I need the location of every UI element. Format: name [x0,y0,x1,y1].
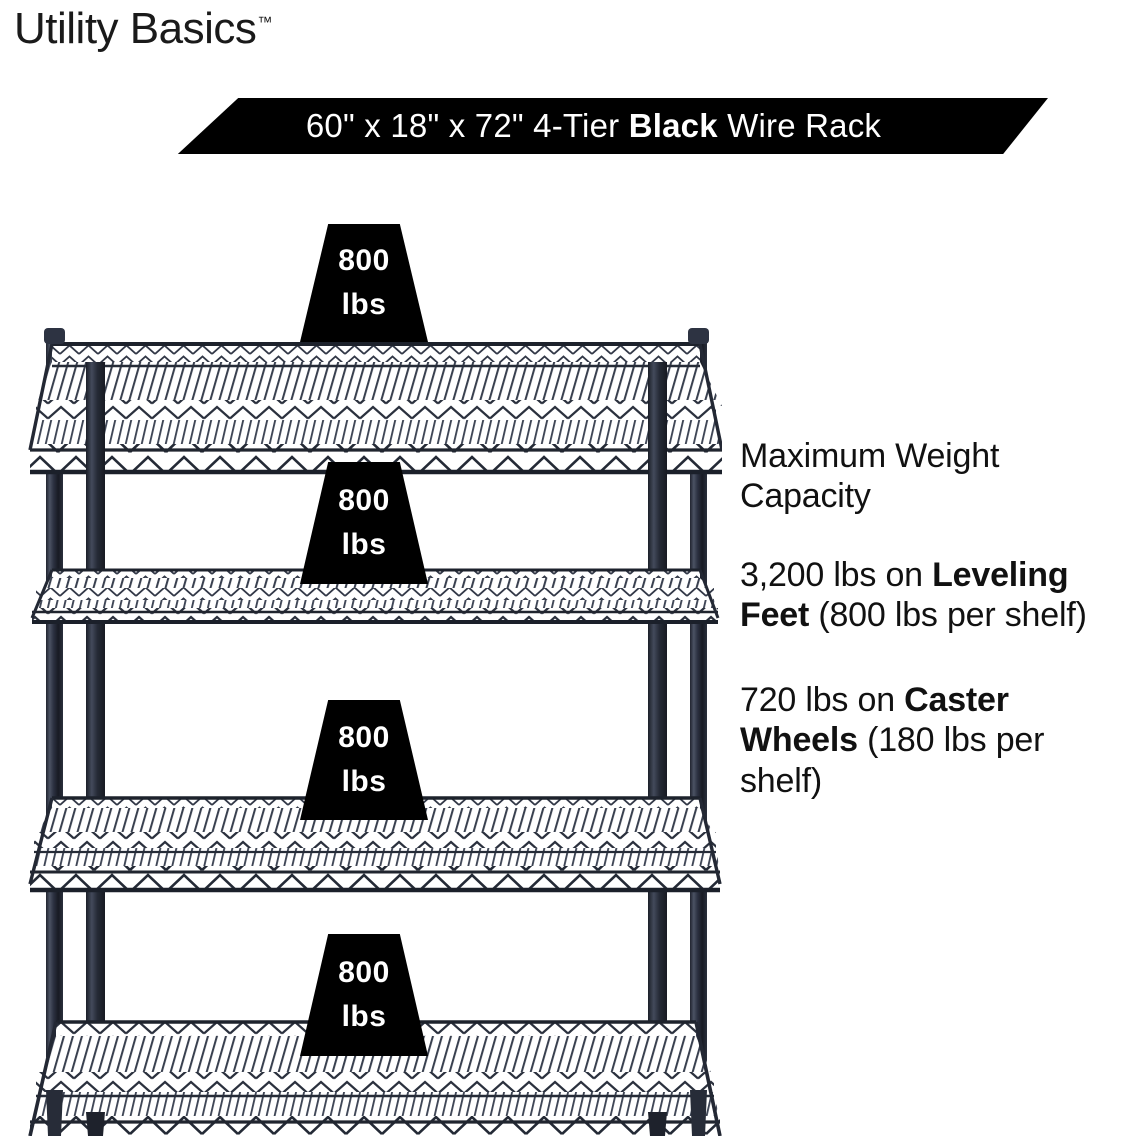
leveling-foot-front-right [648,1112,667,1136]
shelf-4 [28,1020,722,1136]
shelf-1 [28,342,722,475]
brand-name: Utility Basics [14,4,257,53]
capacity-heading-line2: Capacity [740,477,871,516]
wire-rack-illustration [22,300,722,1136]
rear-left-post [46,330,63,1122]
shelf-2 [30,568,720,624]
badge-unit: lbs [341,288,387,321]
caster-bold: Caster Wheels [740,680,1009,760]
title-banner: 60" x 18" x 72" 4-Tier Black Wire Rack [133,98,1048,154]
leveling-bold: Leveling Feet [740,555,1069,635]
badge-number: 800 [338,721,390,754]
leveling-foot-front-left [86,1112,105,1136]
banner-text-tail: Wire Rack [717,107,882,144]
banner-background-shape [177,98,1048,154]
badge-unit: lbs [341,765,387,798]
leveling-feet [46,1090,707,1136]
front-right-post [648,362,667,1136]
rack-frame [28,328,722,1136]
rear-right-post [690,330,707,1122]
caster-lead: 720 lbs on [740,680,905,719]
leveling-foot-rear-right [690,1090,707,1136]
badge-label: 800 lbs [300,224,428,342]
badge-unit: lbs [341,1000,387,1033]
front-left-post [86,362,105,1136]
badge-label: 800 lbs [300,462,428,584]
banner-text-lead: 60" x 18" x 72" 4-Tier [305,107,629,144]
badge-label: 800 lbs [300,934,428,1056]
badge-number: 800 [338,484,390,517]
weight-badge-shelf-3: 800 lbs [300,700,428,820]
banner-text: 60" x 18" x 72" 4-Tier Black Wire Rack [133,98,1048,154]
caster-tail: (180 lbs per shelf) [740,721,1045,800]
badge-label: 800 lbs [300,700,428,820]
caster-wheels-capacity: 720 lbs on Caster Wheels (180 lbs per sh… [740,680,1120,801]
banner-text-bold: Black [628,107,718,144]
brand-wordmark: Utility Basics™ [14,4,273,53]
weight-badge-shelf-2: 800 lbs [300,462,428,584]
weight-badge-shelf-1: 800 lbs [300,224,428,342]
leveling-foot-rear-left [46,1090,63,1136]
badge-number: 800 [338,244,390,277]
badge-unit: lbs [341,528,387,561]
leveling-feet-capacity: 3,200 lbs on Leveling Feet (800 lbs per … [740,555,1120,636]
leveling-tail: (800 lbs per shelf) [809,596,1087,635]
capacity-heading-line1: Maximum Weight [740,437,1000,475]
trademark-symbol: ™ [257,14,273,32]
leveling-lead: 3,200 lbs on [740,555,933,594]
badge-number: 800 [338,956,390,989]
weight-badge-shelf-4: 800 lbs [300,934,428,1056]
